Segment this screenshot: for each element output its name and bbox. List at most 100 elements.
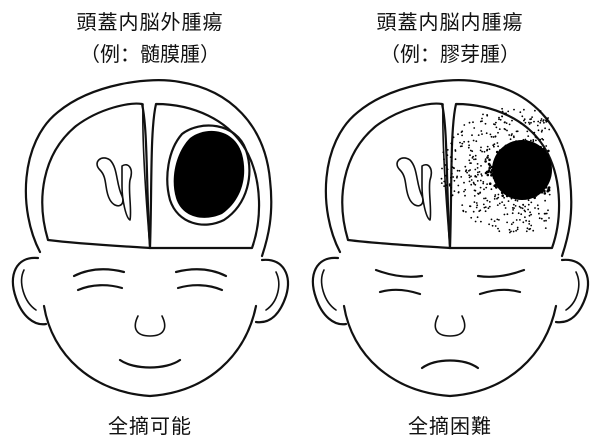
tumor-speckle [523,147,526,150]
tumor-speckle [533,185,536,188]
tumor-speckle [510,138,512,140]
tumor-speckle [520,213,522,215]
tumor-speckle [537,121,539,123]
tumor-speckle [507,111,509,113]
tumor-speckle [549,194,551,196]
tumor-speckle [461,135,463,137]
tumor-speckle [498,230,500,232]
tumor-speckle [529,215,531,217]
tumor-speckle [508,200,510,202]
tumor-speckle [520,150,523,153]
tumor-speckle [504,151,507,154]
tumor-speckle [475,158,477,160]
tumor-speckle [541,118,543,120]
head-outline-icon [300,70,600,405]
tumor-speckle [527,209,529,211]
tumor-speckle [523,142,526,145]
tumor-speckle [520,122,522,124]
tumor-speckle [511,133,513,135]
tumor-speckle [537,208,539,210]
tumor-speckle [498,194,500,196]
tumor-speckle [516,219,518,221]
tumor-speckle [530,202,532,204]
tumor-speckle [503,204,505,206]
tumor-speckle [494,198,496,200]
tumor-speckle [450,143,452,145]
tumor-speckle [470,205,472,207]
tumor-speckle [532,171,535,174]
tumor-speckle [529,179,532,182]
tumor-speckle [496,127,498,129]
tumor-speckle [526,230,528,232]
tumor-speckle [487,146,489,148]
tumor-speckle [513,164,516,167]
tumor-speckle [545,186,548,189]
tumor-speckle [506,222,508,224]
tumor-speckle [514,156,517,159]
tumor-speckle [495,186,498,189]
tumor-speckle [522,158,525,161]
tumor-speckle [505,112,507,114]
tumor-speckle [521,154,524,157]
tumor-speckle [527,135,529,137]
tumor-speckle [528,169,531,172]
tumor-speckle [468,159,470,161]
tumor-speckle [470,175,472,177]
tumor-speckle [523,160,526,163]
tumor-speckle [501,192,504,195]
tumor-speckle [506,170,509,173]
tumor-speckle [493,136,495,138]
tumor-speckle [534,147,537,150]
tumor-speckle [512,222,514,224]
tumor-speckle [527,227,529,229]
tumor-speckle [525,122,527,124]
tumor-speckle [488,223,490,225]
tumor-speckle [470,184,472,186]
tumor-speckle [545,121,547,123]
tumor-speckle [545,220,547,222]
tumor-speckle [459,170,461,172]
tumor-speckle [460,176,462,178]
tumor-speckle [545,163,548,166]
tumor-speckle [475,190,477,192]
tumor-speckle [505,180,508,183]
tumor-speckle [473,182,475,184]
tumor-speckle [484,160,487,163]
tumor-speckle [529,211,531,213]
tumor-speckle [505,145,508,148]
tumor-speckle [538,129,540,131]
tumor-speckle [537,174,540,177]
tumor-speckle [519,206,521,208]
tumor-speckle [469,122,471,124]
tumor-speckle [545,145,547,147]
tumor-speckle [476,204,478,206]
tumor-speckle [520,181,523,184]
tumor-speckle [548,186,551,189]
tumor-speckle [543,158,546,161]
tumor-speckle [492,169,495,172]
tumor-speckle [521,192,524,195]
tumor-speckle [528,204,530,206]
tumor-speckle [500,181,503,184]
tumor-speckle [524,211,526,213]
tumor-speckle [542,139,544,141]
tumor-speckle [521,164,524,167]
tumor-speckle [480,130,482,132]
tumor-speckle [525,139,527,141]
tumor-speckle [510,193,513,196]
tumor-speckle [526,144,529,147]
tumor-speckle [478,134,480,136]
tumor-speckle [544,150,547,153]
tumor-speckle [526,148,529,151]
tumor-speckle [458,191,460,193]
tumor-speckle [492,175,495,178]
tumor-speckle [498,118,500,120]
tumor-speckle [543,171,546,174]
tumor-speckle [503,161,506,164]
tumor-speckle [523,109,525,111]
tumor-speckle [485,187,487,189]
tumor-speckle [544,153,547,156]
tumor-speckle [518,169,521,172]
tumor-speckle [494,143,496,145]
tumor-speckle [547,209,549,211]
